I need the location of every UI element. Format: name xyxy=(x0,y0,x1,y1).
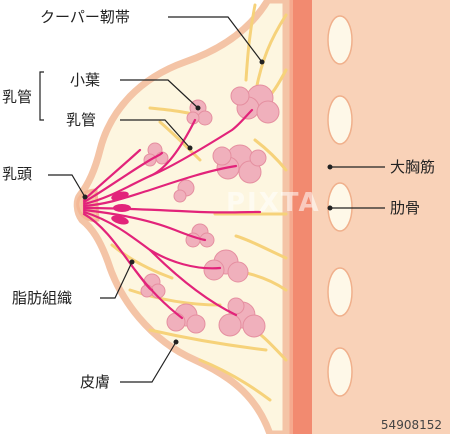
rib-2 xyxy=(327,95,353,145)
lobule-9 xyxy=(166,303,206,334)
rib-5 xyxy=(327,347,353,397)
watermark-text: PIXTA xyxy=(226,188,321,218)
label-rib: 肋骨 xyxy=(390,199,421,217)
label-fat-tissue: 脂肪組織 xyxy=(12,289,73,307)
lactiferous-sinuses xyxy=(111,191,131,225)
leader-skin xyxy=(120,341,177,383)
label-milk-duct: 乳管 xyxy=(66,111,97,129)
lobule-5 xyxy=(173,179,195,203)
leader-cooper xyxy=(168,16,263,63)
pointer-dots xyxy=(82,59,333,345)
image-id: 54908152 xyxy=(380,418,442,432)
leader-nipple xyxy=(48,174,86,198)
bracket-duct-group xyxy=(39,71,44,121)
lobule-1 xyxy=(230,84,280,124)
leader-duct xyxy=(120,119,191,149)
label-skin: 皮膚 xyxy=(80,373,111,391)
lobule-2 xyxy=(186,99,213,126)
rib-4 xyxy=(327,267,353,317)
label-cooper-ligament: クーパー靭帯 xyxy=(40,8,130,26)
leader-lobule xyxy=(120,79,199,109)
label-pectoralis-major: 大胸筋 xyxy=(390,158,436,176)
leader-lines xyxy=(39,16,385,383)
label-lobule: 小葉 xyxy=(70,71,101,89)
label-milk-duct-group: 乳管 xyxy=(2,88,33,106)
label-nipple: 乳頭 xyxy=(2,165,33,183)
rib-1 xyxy=(327,15,353,65)
milk-ducts xyxy=(82,108,262,320)
ribs xyxy=(327,15,353,397)
leader-fat xyxy=(100,261,133,299)
pectoralis-muscle xyxy=(292,0,312,434)
